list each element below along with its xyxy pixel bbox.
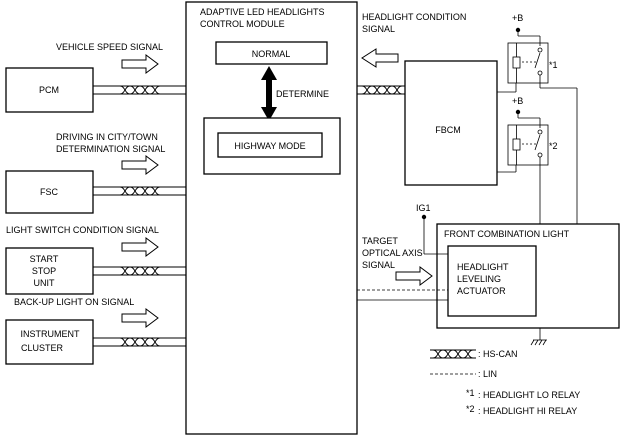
instrument-cluster-line2: CLUSTER [21,343,64,353]
start-stop-line1: START [30,254,59,264]
legend-note1-text: : HEADLIGHT LO RELAY [478,390,580,400]
vehicle-speed-signal-label: VEHICLE SPEED SIGNAL [56,42,163,52]
instrument-cluster-hs-can-twist [119,337,161,347]
module-title-line2: CONTROL MODULE [200,19,285,29]
start-stop-hs-can-twist [119,266,161,276]
normal-box [215,41,328,65]
actuator-line2: LEVELING [457,274,501,284]
target-optical-axis-line1: TARGET [362,236,398,246]
ground-symbol [530,328,547,346]
pcm-box [5,67,94,113]
module-title-line1: ADAPTIVE LED HEADLIGHTS [200,7,325,17]
relay-1-mark: *1 [549,60,558,70]
legend-note2-mark: *2 [466,404,475,414]
ig1-label: IG1 [416,203,431,213]
highway-inner-box [217,132,323,158]
headlight-hi-relay: +B *2 [507,96,558,166]
start-stop-line2: STOP [32,266,56,276]
headlight-condition-signal-line2: SIGNAL [362,24,395,34]
legend-hs-can: : HS-CAN [478,349,518,359]
headlight-condition-signal-arrow [361,48,399,68]
headlight-leveling-actuator-box [447,245,537,317]
target-optical-axis-arrow [395,266,433,286]
control-module-box [185,1,358,435]
normal-label: NORMAL [252,49,291,59]
pcm-hs-can-twist [119,85,161,95]
light-switch-signal-arrow [121,237,159,257]
actuator-line3: ACTUATOR [457,286,506,296]
determine-label: DETERMINE [276,89,329,99]
city-town-signal-label-2: DETERMINATION SIGNAL [56,144,165,154]
legend-lin: : LIN [478,369,497,379]
city-town-signal-label-1: DRIVING IN CITY/TOWN [56,132,158,142]
fbcm-hs-can-twist [361,85,403,95]
fsc-label: FSC [40,187,59,197]
highway-mode-label: HIGHWAY MODE [234,141,305,151]
backup-light-signal-arrow [121,308,159,328]
legend-note2-text: : HEADLIGHT HI RELAY [478,406,577,416]
legend: : HS-CAN : LIN *1 : HEADLIGHT LO RELAY *… [430,349,580,416]
determine-double-arrow [261,66,277,121]
light-switch-signal-label: LIGHT SWITCH CONDITION SIGNAL [6,225,159,235]
front-combination-light-label: FRONT COMBINATION LIGHT [444,229,570,239]
instrument-cluster-line1: INSTRUMENT [21,329,80,339]
start-stop-unit-box [5,247,94,295]
actuator-line1: HEADLIGHT [457,262,509,272]
vehicle-speed-signal-arrow [121,54,159,74]
plus-b-2-label: +B [512,96,523,106]
plus-b-1-label: +B [512,13,523,23]
backup-light-signal-label: BACK-UP LIGHT ON SIGNAL [14,297,134,307]
legend-note1-mark: *1 [466,388,475,398]
headlight-lo-relay: +B *1 [507,13,558,84]
fsc-box [5,170,94,214]
fbcm-label: FBCM [435,125,461,135]
headlight-condition-signal-line1: HEADLIGHT CONDITION [362,12,466,22]
fbcm-box [404,60,498,186]
start-stop-line3: UNIT [34,278,55,288]
instrument-cluster-box [5,319,94,365]
relay-2-mark: *2 [549,141,558,151]
target-optical-axis-line3: SIGNAL [362,260,395,270]
fsc-hs-can-twist [119,186,161,196]
city-town-signal-arrow [121,155,159,175]
target-optical-axis-line2: OPTICAL AXIS [362,248,423,258]
pcm-label: PCM [39,85,59,95]
